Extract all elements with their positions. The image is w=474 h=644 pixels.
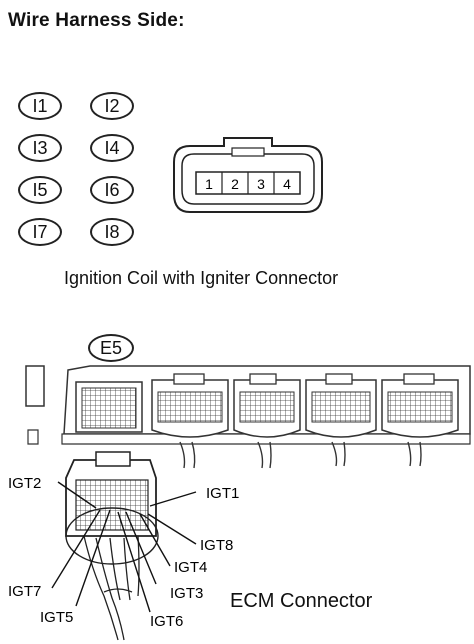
pin-label-igt8: IGT8 <box>200 537 233 554</box>
connector-code-i3: I3 <box>18 134 62 162</box>
connector-code-i8: I8 <box>90 218 134 246</box>
ecm-connector-caption: ECM Connector <box>230 590 373 612</box>
connector-code-i4: I4 <box>90 134 134 162</box>
coil-pin-4: 4 <box>283 176 291 192</box>
pin-label-igt6: IGT6 <box>150 613 183 630</box>
pin-label-igt4: IGT4 <box>174 559 207 576</box>
ignition-coil-connector: 1 2 3 4 <box>173 137 323 213</box>
connector-code-e5: E5 <box>88 334 134 362</box>
connector-code-i2: I2 <box>90 92 134 120</box>
connector-code-i5: I5 <box>18 176 62 204</box>
pin-label-igt1: IGT1 <box>206 485 239 502</box>
coil-pin-2: 2 <box>231 176 239 192</box>
ecm-connector-drawing: IGT2 IGT1 IGT8 IGT4 IGT3 IGT7 IGT5 IGT6 <box>8 365 471 641</box>
pin-label-igt3: IGT3 <box>170 585 203 602</box>
pin-label-igt2: IGT2 <box>8 475 41 492</box>
coil-pin-3: 3 <box>257 176 265 192</box>
connector-code-i7: I7 <box>18 218 62 246</box>
coil-connector-caption: Ignition Coil with Igniter Connector <box>64 268 339 288</box>
connector-code-i6: I6 <box>90 176 134 204</box>
coil-pin-1: 1 <box>205 176 213 192</box>
page-heading: Wire Harness Side: <box>8 10 185 31</box>
connector-code-i1: I1 <box>18 92 62 120</box>
pin-label-igt5: IGT5 <box>40 609 73 626</box>
pin-label-igt7: IGT7 <box>8 583 41 600</box>
